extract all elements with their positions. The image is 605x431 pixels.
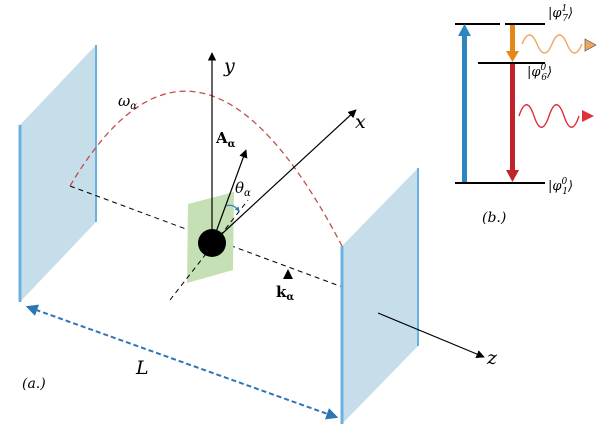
orange-photon-wave — [521, 34, 583, 54]
z-axis-label: z — [486, 347, 498, 369]
right-mirror — [340, 168, 419, 424]
k-label: kα — [276, 283, 294, 303]
z-axis-arrow — [377, 312, 485, 358]
red-photon-arrowhead — [582, 110, 594, 122]
panel-b-label: (b.) — [482, 210, 506, 226]
a-vector-label: Aα — [215, 129, 236, 150]
svg-text:|φ01⟩: |φ01⟩ — [548, 177, 573, 197]
k-direction-marker — [283, 269, 293, 279]
excitation-arrow — [458, 24, 471, 182]
y-axis-label: y — [223, 55, 235, 77]
mode-arc — [69, 90, 343, 247]
theta-label: θα — [235, 179, 251, 199]
left-mirror — [18, 45, 97, 302]
theta-arc — [225, 204, 240, 212]
red-photon-wave — [518, 104, 580, 128]
atom — [198, 229, 226, 257]
svg-text:|φ17⟩: |φ17⟩ — [548, 4, 573, 24]
length-arrow — [25, 304, 339, 420]
svg-text:|φ06⟩: |φ06⟩ — [527, 63, 552, 83]
panel-a-label: (a.) — [22, 376, 46, 392]
transition-arrow-red — [506, 64, 519, 182]
x-axis-arrow — [211, 109, 357, 244]
orange-photon-arrowhead — [584, 38, 597, 52]
transition-arrow-orange — [506, 25, 519, 62]
l-label: L — [135, 357, 149, 379]
a-vector-arrow — [211, 149, 248, 244]
omega-label: ωα — [118, 92, 137, 112]
x-axis-label: x — [355, 111, 366, 133]
